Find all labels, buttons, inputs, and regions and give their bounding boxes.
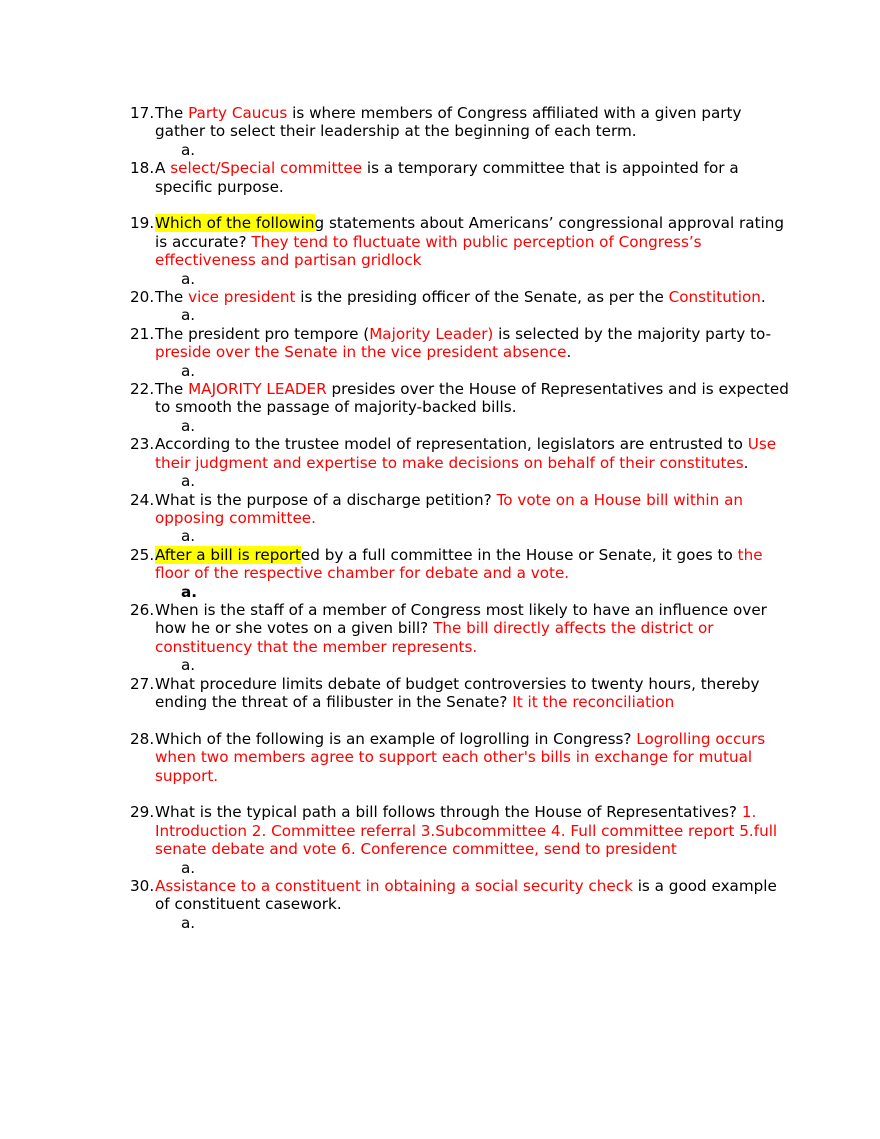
prompt-text: is the presiding officer of the Senate, … (295, 288, 669, 307)
sub-item-marker: a. (181, 527, 196, 546)
answer-text: Assistance to a constituent in obtaining… (155, 877, 633, 896)
sub-item-marker: a. (181, 472, 196, 491)
question-text: Which of the following statements about … (155, 214, 790, 269)
prompt-text: is a good example of constituent casewor… (155, 877, 777, 914)
prompt-text: The (155, 104, 189, 122)
answer-text: They tend to fluctuate with public perce… (155, 232, 702, 270)
question-text: After a bill is reported by a full commi… (155, 545, 790, 583)
answer-text: MAJORITY LEADER (188, 380, 327, 399)
question-text: What is the purpose of a discharge petit… (155, 491, 790, 528)
question-number: 21. (130, 324, 155, 343)
question-text: Which of the following is an example of … (155, 730, 790, 785)
highlighted-text: Which of the followin (155, 214, 315, 233)
sub-item-marker: a. (181, 361, 196, 380)
question-number: 30. (130, 877, 155, 896)
question-item: 23.According to the trustee model of rep… (130, 435, 790, 472)
question-item: 24.What is the purpose of a discharge pe… (130, 491, 790, 528)
answer-text: Use their judgment and expertise to make… (155, 435, 777, 472)
prompt-text: A (155, 159, 171, 178)
answer-text: Constitution (668, 288, 761, 307)
answer-text: vice president (188, 288, 296, 307)
question-text: When is the staff of a member of Congres… (155, 601, 790, 656)
question-item: 18.A select/Special committee is a tempo… (130, 159, 790, 196)
question-text: According to the trustee model of repres… (155, 435, 790, 472)
answer-text: It it the reconciliation (512, 692, 675, 711)
prompt-text: When is the staff of a member of Congres… (155, 600, 767, 638)
question-item: 25.After a bill is reported by a full co… (130, 545, 790, 583)
question-text: What is the typical path a bill follows … (155, 803, 790, 858)
blank-line (130, 785, 790, 803)
answer-text: the floor of the respective chamber for … (155, 545, 763, 583)
question-number: 19. (130, 214, 155, 233)
blank-line (130, 711, 790, 729)
prompt-text: What procedure limits debate of budget c… (155, 674, 760, 711)
question-text: The vice president is the presiding offi… (155, 288, 790, 306)
prompt-text: is selected by the majority party to- (493, 324, 772, 343)
question-item: 26.When is the staff of a member of Cong… (130, 601, 790, 656)
sub-item-marker: a. (181, 269, 196, 288)
prompt-text: The president pro tempore ( (155, 324, 370, 343)
answer-text: The bill directly affects the district o… (155, 619, 714, 656)
question-item: 20.The vice president is the presiding o… (130, 288, 790, 306)
answer-text: preside over the Senate in the vice pres… (155, 343, 567, 362)
sub-item-marker: a. (181, 656, 196, 675)
question-item: 21.The president pro tempore (Majority L… (130, 325, 790, 362)
sub-item-marker: a. (181, 416, 196, 435)
answer-text: Party Caucus (188, 104, 288, 122)
question-item: 19.Which of the following statements abo… (130, 214, 790, 269)
question-number: 23. (130, 435, 155, 454)
question-text: Assistance to a constituent in obtaining… (155, 877, 790, 914)
prompt-text: The (155, 380, 189, 399)
question-item: 27.What procedure limits debate of budge… (130, 675, 790, 712)
prompt-text: What is the purpose of a discharge petit… (155, 490, 497, 509)
prompt-text: . (760, 288, 766, 307)
question-item: 30.Assistance to a constituent in obtain… (130, 877, 790, 914)
sub-item-marker: a. (181, 306, 196, 325)
answer-text: To vote on a House bill within an opposi… (155, 490, 744, 527)
question-number: 24. (130, 490, 155, 509)
question-number: 29. (130, 803, 155, 822)
prompt-text: g statements about Americans’ congressio… (155, 214, 785, 251)
answer-text: 1. Introduction 2. Committee referral 3.… (155, 803, 778, 859)
question-number: 28. (130, 729, 155, 748)
question-number: 18. (130, 159, 155, 178)
question-item: 28.Which of the following is an example … (130, 730, 790, 785)
prompt-text: is where members of Congress affiliated … (155, 104, 742, 141)
prompt-text: According to the trustee model of repres… (155, 435, 748, 454)
question-number: 22. (130, 380, 155, 399)
highlighted-text: After a bill is report (155, 545, 301, 564)
blank-line (130, 196, 790, 214)
sub-item-marker: a. (181, 582, 198, 601)
prompt-text: is a temporary committee that is appoint… (155, 159, 739, 196)
question-number: 27. (130, 674, 155, 693)
prompt-text: presides over the House of Representativ… (155, 380, 789, 417)
question-item: 17.The Party Caucus is where members of … (130, 104, 790, 141)
question-number: 25. (130, 545, 155, 564)
document-body: 17.The Party Caucus is where members of … (130, 104, 790, 932)
prompt-text: . (566, 343, 572, 362)
prompt-text: . (743, 453, 749, 472)
question-item: 29.What is the typical path a bill follo… (130, 803, 790, 858)
prompt-text: What is the typical path a bill follows … (155, 803, 742, 822)
question-number: 26. (130, 600, 155, 619)
question-text: The president pro tempore (Majority Lead… (155, 325, 790, 362)
answer-text: Logrolling occurs when two members agree… (155, 729, 766, 785)
question-text: A select/Special committee is a temporar… (155, 159, 790, 196)
prompt-text: Which of the following is an example of … (155, 729, 637, 748)
question-text: What procedure limits debate of budget c… (155, 675, 790, 712)
prompt-text: The (155, 288, 189, 307)
question-number: 17. (130, 104, 155, 122)
sub-item-marker: a. (181, 858, 196, 877)
question-text: The MAJORITY LEADER presides over the Ho… (155, 380, 790, 417)
sub-item-marker: a. (181, 913, 196, 932)
answer-text: Majority Leader) (369, 324, 494, 343)
question-item: 22.The MAJORITY LEADER presides over the… (130, 380, 790, 417)
question-text: The Party Caucus is where members of Con… (155, 104, 790, 141)
sub-item-marker: a. (181, 140, 196, 159)
prompt-text: ed by a full committee in the House or S… (300, 545, 738, 564)
question-number: 20. (130, 288, 155, 307)
answer-text: select/Special committee (170, 159, 363, 178)
